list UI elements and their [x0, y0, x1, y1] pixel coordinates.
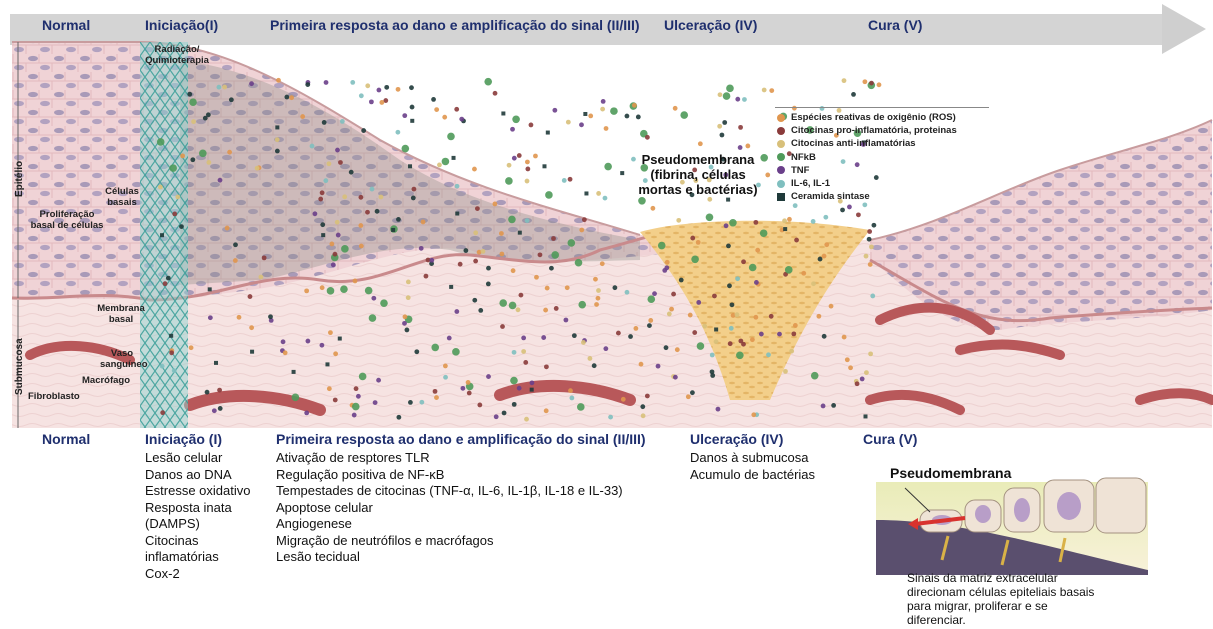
legend-swatch-icon — [777, 114, 785, 122]
pseudomembrana-line3: mortas e bactérias) — [628, 182, 768, 197]
phase-top-primeira-resposta: Primeira resposta ao dano e amplificação… — [270, 17, 640, 33]
caption-item: para migrar, proliferar e se — [907, 599, 1094, 613]
inset-title: Pseudomembrana — [890, 465, 1011, 481]
primeira-item: Regulação positiva de NF-κB — [276, 467, 646, 484]
legend: Espécies reativas de oxigênio (ROS) Citoc… — [775, 107, 989, 203]
iniciacao-item: Estresse oxidativo — [145, 483, 251, 500]
legend-item: Ceramida sintase — [775, 190, 989, 203]
legend-label: Espécies reativas de oxigênio (ROS) — [791, 112, 956, 123]
primeira-item: Apoptose celular — [276, 500, 646, 517]
iniciacao-item: inflamatórias — [145, 549, 251, 566]
fibroblasto-label: Fibroblasto — [28, 391, 80, 402]
epitelio-label: Epitélio — [14, 161, 25, 197]
legend-swatch-icon — [777, 180, 785, 188]
legend-swatch-icon — [777, 153, 785, 161]
pseudomembrana-line2: (fibrina, células — [628, 167, 768, 182]
ulceracao-item: Acumulo de bactérias — [690, 467, 815, 484]
caption-item: direcionam células epiteliais basais — [907, 585, 1094, 599]
pseudomembrana-label: Pseudomembrana (fibrina, células mortas … — [628, 152, 768, 197]
vaso-line1: Vaso — [100, 348, 144, 359]
iniciacao-title: Iniciação (I) — [145, 431, 251, 447]
pseudomembrana-line1: Pseudomembrana — [628, 152, 768, 167]
legend-label: Citocinas pro-inflamatória, proteinas — [791, 125, 957, 136]
primeira-item: Lesão tecidual — [276, 549, 646, 566]
primeira-item: Angiogenese — [276, 516, 646, 533]
radiation-label-line2: Quimioterapia — [140, 55, 214, 66]
caption-item: Sinais da matriz extracelular — [907, 571, 1094, 585]
legend-label: IL-6, IL-1 — [791, 178, 830, 189]
iniciacao-item: Citocinas — [145, 533, 251, 550]
submucosa-label: Submucosa — [14, 338, 25, 395]
phase-top-normal: Normal — [42, 17, 90, 33]
legend-swatch-icon — [777, 166, 785, 174]
legend-item: NFkB — [775, 151, 989, 164]
legend-item: Citocinas pro-inflamatória, proteinas — [775, 124, 989, 137]
iniciacao-item: Lesão celular — [145, 450, 251, 467]
legend-item: Espécies reativas de oxigênio (ROS) — [775, 111, 989, 124]
legend-item: TNF — [775, 164, 989, 177]
legend-label: NFkB — [791, 152, 816, 163]
macrofago-label: Macrófago — [82, 375, 130, 386]
iniciacao-item: Resposta inata — [145, 500, 251, 517]
phase-bottom-primeira: Primeira resposta ao dano e amplificação… — [276, 431, 646, 566]
vaso-label: Vaso sanguíneo — [100, 348, 144, 370]
legend-label: TNF — [791, 165, 809, 176]
ulceracao-item: Danos à submucosa — [690, 450, 815, 467]
phase-top-cura: Cura (V) — [868, 17, 922, 33]
primeira-item: Tempestades de citocinas (TNF-α, IL-6, I… — [276, 483, 646, 500]
radiation-label-line1: Radiação/ — [140, 44, 214, 55]
membrana-basal-line1: Membrana — [95, 303, 147, 314]
celulas-basais-line1: Células — [100, 186, 144, 197]
legend-swatch-icon — [777, 127, 785, 135]
legend-item: Citocinas anti-inflamatórias — [775, 137, 989, 150]
legend-swatch-icon — [777, 140, 785, 148]
legend-item: IL-6, IL-1 — [775, 177, 989, 190]
radiation-label: Radiação/ Quimioterapia — [140, 44, 214, 66]
ulceracao-title: Ulceração (IV) — [690, 431, 815, 447]
primeira-item: Migração de neutrófilos e macrófagos — [276, 533, 646, 550]
legend-label: Citocinas anti-inflamatórias — [791, 138, 916, 149]
phase-top-iniciacao: Iniciação(I) — [145, 17, 218, 33]
proliferacao-line1: Proliferação — [20, 209, 114, 220]
phase-bottom-cura: Cura (V) — [863, 431, 917, 447]
membrana-basal-label: Membrana basal — [95, 303, 147, 325]
legend-swatch-icon — [777, 193, 785, 201]
proliferacao-label: Proliferação basal de células — [20, 209, 114, 231]
iniciacao-item: Cox-2 — [145, 566, 251, 583]
iniciacao-item: Danos ao DNA — [145, 467, 251, 484]
legend-label: Ceramida sintase — [791, 191, 870, 202]
primeira-item: Ativação de resptores TLR — [276, 450, 646, 467]
celulas-basais-line2: basais — [100, 197, 144, 208]
iniciacao-item: (DAMPS) — [145, 516, 251, 533]
primeira-title: Primeira resposta ao dano e amplificação… — [276, 431, 646, 447]
celulas-basais-label: Células basais — [100, 186, 144, 208]
membrana-basal-line2: basal — [95, 314, 147, 325]
phase-top-ulceracao: Ulceração (IV) — [664, 17, 757, 33]
vaso-line2: sanguíneo — [100, 359, 144, 370]
phase-bottom-normal: Normal — [42, 431, 90, 447]
caption-item: diferenciar. — [907, 613, 1094, 627]
proliferacao-line2: basal de células — [20, 220, 114, 231]
